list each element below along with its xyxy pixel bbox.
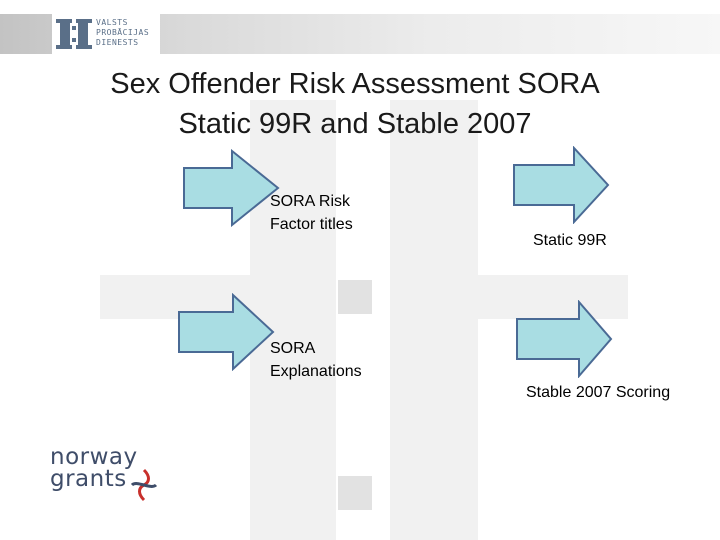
arrow-icon (513, 146, 610, 224)
watermark-square-bottom (338, 476, 372, 510)
watermark-square-top (338, 280, 372, 314)
label-line: Explanations (270, 363, 362, 380)
label-line: Factor titles (270, 216, 353, 233)
probation-service-logo: VALSTS PROBĀCIJAS DIENESTS (52, 14, 160, 54)
logo-line: DIENESTS (96, 38, 139, 47)
item-label-sora-risk-factor-titles: SORA Risk Factor titles (270, 190, 353, 236)
label-line: SORA Risk (270, 193, 351, 210)
norway-grants-text: norway grants (50, 444, 138, 492)
logo-line: VALSTS (96, 18, 128, 27)
slide-title-line-1: Sex Offender Risk Assessment SORA (110, 68, 600, 100)
watermark-bar-left (250, 100, 336, 540)
arrow-icon (516, 300, 613, 378)
slide-title: Sex Offender Risk Assessment SORA Static… (60, 64, 650, 144)
arrow-icon (178, 293, 275, 371)
item-label-static-99r: Static 99R (533, 232, 607, 249)
label-line: SORA (270, 340, 316, 357)
watermark-bar-right (390, 100, 478, 540)
watermark-strip-right (478, 275, 628, 319)
norway-grants-logo: norway grants (42, 440, 164, 516)
logo-line: PROBĀCIJAS (96, 28, 150, 37)
slide-title-line-2: Static 99R and Stable 2007 (178, 108, 532, 140)
norway-grants-cross-icon (130, 468, 158, 502)
item-label-sora-explanations: SORA Explanations (270, 337, 362, 383)
logo-line: grants (50, 466, 127, 492)
probation-logo-text: VALSTS PROBĀCIJAS DIENESTS (96, 18, 149, 48)
arrow-icon (183, 149, 280, 227)
logo-line: norway (50, 444, 138, 470)
probation-logo-mark-icon (56, 19, 92, 49)
item-label-stable-2007-scoring: Stable 2007 Scoring (526, 384, 671, 401)
